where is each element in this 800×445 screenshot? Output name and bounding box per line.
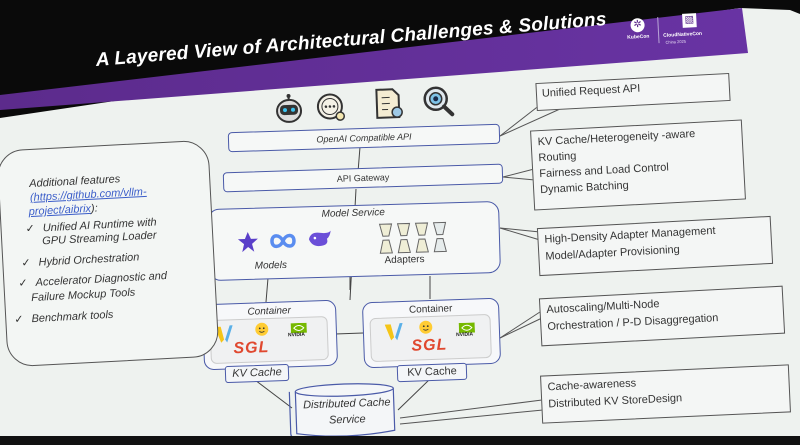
model-service-layer: Model Service Models Adapters bbox=[207, 200, 501, 282]
nvidia-icon bbox=[290, 320, 307, 339]
meta-infinity-icon bbox=[269, 232, 298, 253]
robot-icon bbox=[272, 92, 305, 125]
repo-link-cont[interactable]: project/aibrix bbox=[28, 202, 92, 219]
pointer-cache bbox=[399, 399, 543, 419]
database-cylinder-icon bbox=[288, 383, 396, 439]
callout-gateway: KV Cache/Heterogeneity -aware Routing Fa… bbox=[530, 119, 746, 211]
engine-box: NVIDIA SGL bbox=[209, 315, 329, 365]
adapters-group bbox=[378, 221, 452, 257]
star-model-icon bbox=[237, 231, 260, 256]
check-icon: ✓ bbox=[21, 257, 31, 270]
kv-cache-left: KV Cache bbox=[224, 363, 290, 384]
sglang-icon: SGL bbox=[411, 336, 448, 355]
line-kv-left-cache bbox=[254, 379, 293, 409]
feature-item: ✓Hybrid Orchestration bbox=[21, 251, 140, 270]
line-container-link bbox=[334, 332, 364, 335]
check-icon: ✓ bbox=[18, 277, 28, 290]
huggingface-icon bbox=[419, 320, 434, 339]
nvidia-text: NVIDIA bbox=[455, 331, 474, 339]
check-icon: ✓ bbox=[14, 313, 24, 326]
distributed-cache-service: Distributed Cache Service bbox=[287, 380, 401, 440]
models-label: Models bbox=[254, 259, 288, 272]
feature-item: ✓Benchmark tools bbox=[14, 308, 114, 326]
nvidia-icon bbox=[458, 319, 476, 338]
container-left: Container NVIDIA SGL bbox=[201, 299, 339, 371]
engine-box: NVIDIA SGL bbox=[369, 313, 492, 363]
additional-features-box: Additional features (https://github.com/… bbox=[0, 139, 220, 368]
feature-item: ✓Accelerator Diagnostic and bbox=[18, 269, 168, 290]
pointer-model-service bbox=[499, 227, 541, 233]
container-right: Container NVIDIA SGL bbox=[361, 297, 502, 369]
sglang-icon: SGL bbox=[233, 339, 270, 358]
kv-cache-right: KV Cache bbox=[396, 362, 468, 383]
screen-bottom-edge bbox=[0, 436, 800, 445]
huggingface-icon bbox=[255, 322, 270, 339]
magnifier-eye-icon bbox=[422, 85, 455, 118]
vllm-icon bbox=[384, 322, 404, 348]
features-link-line2: project/aibrix): bbox=[28, 202, 99, 219]
check-icon: ✓ bbox=[25, 222, 36, 236]
line-service-left-container bbox=[265, 277, 269, 303]
client-icons bbox=[272, 85, 473, 132]
chat-bubble-icon bbox=[314, 91, 347, 124]
pointer-gateway bbox=[502, 176, 536, 181]
nvidia-text: NVIDIA bbox=[287, 331, 306, 339]
document-checklist-icon bbox=[372, 87, 405, 120]
adapters-label: Adapters bbox=[384, 254, 425, 267]
model-service-title: Model Service bbox=[321, 207, 386, 220]
whale-model-icon bbox=[307, 229, 334, 252]
pointer-containers bbox=[499, 317, 543, 339]
feature-item-cont: Failure Mockup Tools bbox=[30, 286, 136, 305]
line-kv-right-cache bbox=[397, 378, 431, 411]
distributed-cache-label: Distributed Cache Service bbox=[302, 396, 391, 427]
